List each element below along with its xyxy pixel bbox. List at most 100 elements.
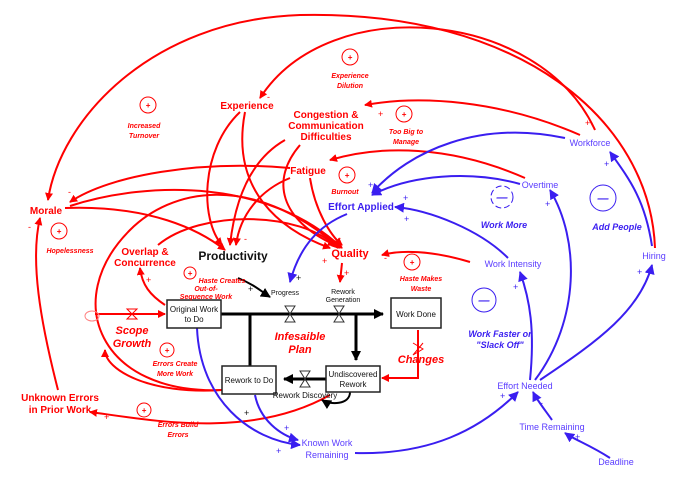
svg-text:+: + — [345, 171, 350, 180]
svg-text:+: + — [142, 406, 147, 415]
svg-text:+: + — [165, 346, 170, 355]
svg-text:+: + — [368, 180, 373, 190]
cloud-source-icon — [84, 310, 100, 322]
svg-text:+: + — [585, 118, 590, 128]
svg-text:—: — — [478, 295, 491, 307]
link-rework-quality — [94, 193, 341, 392]
var-rework-discovery: Rework Discovery — [273, 391, 337, 400]
link-polarities: - - - - - - + + + + + + + + + + + + + + … — [28, 92, 642, 456]
link-workforce-congestion — [364, 99, 581, 136]
var-overtime: Overtime — [522, 180, 559, 190]
var-work-intensity: Work Intensity — [485, 259, 542, 269]
link-morale-productivity — [64, 206, 226, 251]
loop-work-faster: — Work Faster or"Slack Off" — [468, 287, 532, 350]
link-effort-progress — [287, 213, 348, 283]
link-congestion-quality — [282, 144, 336, 246]
link-fatigue-morale — [69, 164, 291, 203]
var-productivity: Productivity — [198, 249, 268, 263]
svg-text:+: + — [322, 256, 327, 266]
svg-text:-: - — [384, 253, 387, 263]
svg-text:+: + — [575, 432, 580, 442]
link-needed-intensity — [518, 271, 533, 381]
valve-icon — [299, 370, 311, 388]
svg-text:+: + — [104, 412, 109, 422]
link-original-overlap — [136, 267, 166, 306]
link-intensity-effort — [394, 202, 509, 259]
svg-text:+: + — [146, 101, 151, 110]
svg-text:+: + — [410, 258, 415, 267]
link-intensity-quality — [381, 249, 471, 263]
link-known-needed — [354, 391, 519, 455]
loop-icon — [395, 105, 413, 123]
var-effort-needed: Effort Needed — [497, 381, 552, 391]
loop-add-people: — Add People — [589, 184, 642, 232]
svg-text:+: + — [545, 199, 550, 209]
loop-icon — [403, 253, 421, 271]
stock-label: Rework to Do — [225, 376, 274, 385]
var-changes: Changes — [398, 354, 444, 366]
var-overlap: Overlap &Concurrence — [114, 247, 176, 269]
svg-text:+: + — [348, 53, 353, 62]
valve-icons — [125, 305, 424, 388]
svg-text:+: + — [378, 109, 383, 119]
stock-label: Original Work — [170, 305, 219, 314]
link-original-known — [196, 327, 301, 450]
var-progress: Progress — [271, 290, 300, 297]
loop-hopelessness: + Hopelessness — [46, 222, 94, 255]
loop-icon — [159, 342, 175, 358]
stock-label: Undiscovered — [329, 370, 378, 379]
link-hiring-workforce — [609, 151, 653, 247]
var-morale: Morale — [30, 206, 63, 217]
svg-text:+: + — [188, 269, 193, 278]
link-needed-hiring — [539, 264, 655, 381]
link-overlap-quality — [157, 218, 339, 249]
svg-text:-: - — [540, 398, 543, 408]
loop-icon — [136, 402, 152, 418]
var-time-remaining: Time Remaining — [519, 422, 584, 432]
stock-label: Work Done — [396, 310, 436, 319]
svg-text:—: — — [496, 192, 509, 204]
svg-text:+: + — [604, 159, 609, 169]
loop-work-more: — Work More — [481, 185, 527, 230]
svg-text:Add People: Add People — [591, 222, 642, 232]
link-overtime-effort — [371, 175, 521, 196]
loop-burnout: + Burnout — [331, 166, 359, 196]
svg-text:Work More: Work More — [481, 220, 527, 230]
svg-text:-: - — [68, 187, 71, 197]
svg-text:+: + — [57, 227, 62, 236]
link-rework-known — [254, 394, 299, 443]
svg-text:+: + — [146, 275, 151, 285]
loop-icon — [589, 184, 617, 212]
var-effort-applied: Effort Applied — [328, 202, 394, 213]
link-deadline-time — [564, 432, 611, 459]
valve-icon — [333, 305, 345, 323]
var-workforce: Workforce — [570, 138, 611, 148]
svg-text:-: - — [244, 234, 247, 244]
svg-text:Hopelessness: Hopelessness — [46, 248, 93, 255]
valve-icon — [412, 342, 424, 356]
link-undisc-discovery — [321, 391, 351, 410]
loop-icon — [183, 266, 197, 280]
loop-icon — [341, 48, 359, 66]
svg-text:-: - — [28, 222, 31, 232]
